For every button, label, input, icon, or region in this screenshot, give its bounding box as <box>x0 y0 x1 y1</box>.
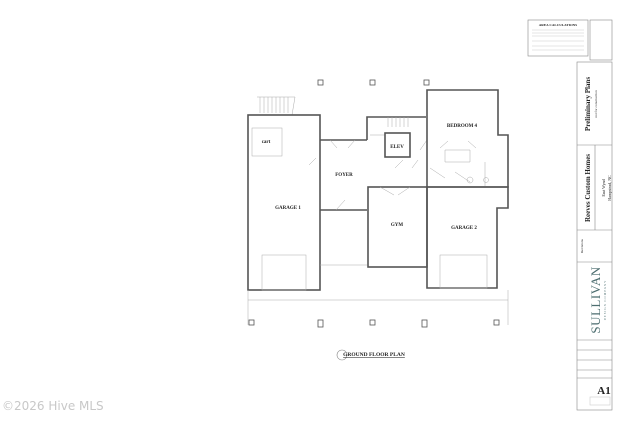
room-label-garage-2: GARAGE 2 <box>451 226 477 231</box>
elevator-shaft <box>384 132 411 158</box>
title-block <box>576 61 613 411</box>
room-label-garage-1: GARAGE 1 <box>275 206 301 211</box>
area-calculations-table <box>527 19 589 57</box>
room-label-bedroom-4: BEDROOM 4 <box>447 124 478 129</box>
sheet-number: A1 <box>597 385 610 397</box>
svg-text:SULLIVAN: SULLIVAN <box>588 266 603 333</box>
foyer-walls <box>320 116 426 211</box>
room-label-foyer: FOYER <box>335 173 353 178</box>
section-marker-icon <box>336 349 348 361</box>
room-label-gym: GYM <box>391 223 404 228</box>
exterior-stair <box>257 96 296 116</box>
project-city: Hampstead, NC <box>607 175 613 201</box>
garage-1-walls <box>247 114 321 291</box>
status-label: Preliminary Plans <box>584 77 592 131</box>
room-label-cart: cart <box>262 140 271 145</box>
revisions-label: Revisions <box>580 238 584 252</box>
area-calculations-title: AREA CALCULATIONS <box>539 23 578 27</box>
project-street: East Wynd <box>601 179 606 196</box>
status-note: not for construction <box>594 90 598 118</box>
garage-2-door <box>439 254 488 289</box>
client-name: Reeves Custom Homes <box>584 154 592 222</box>
garage-2-walls <box>426 186 509 289</box>
garage-1-door <box>261 254 307 291</box>
svg-text:DESIGN COMPANY: DESIGN COMPANY <box>603 280 607 320</box>
sullivan-logo: SULLIVAN DESIGN COMPANY <box>588 266 607 333</box>
plan-title: GROUND FLOOR PLAN <box>343 352 405 358</box>
porch-posts <box>248 79 500 328</box>
cart-area <box>251 127 283 157</box>
watermark: ©2026 Hive MLS <box>2 399 104 413</box>
bedroom-4-walls <box>426 89 509 188</box>
room-label-elev: ELEV <box>390 145 404 150</box>
